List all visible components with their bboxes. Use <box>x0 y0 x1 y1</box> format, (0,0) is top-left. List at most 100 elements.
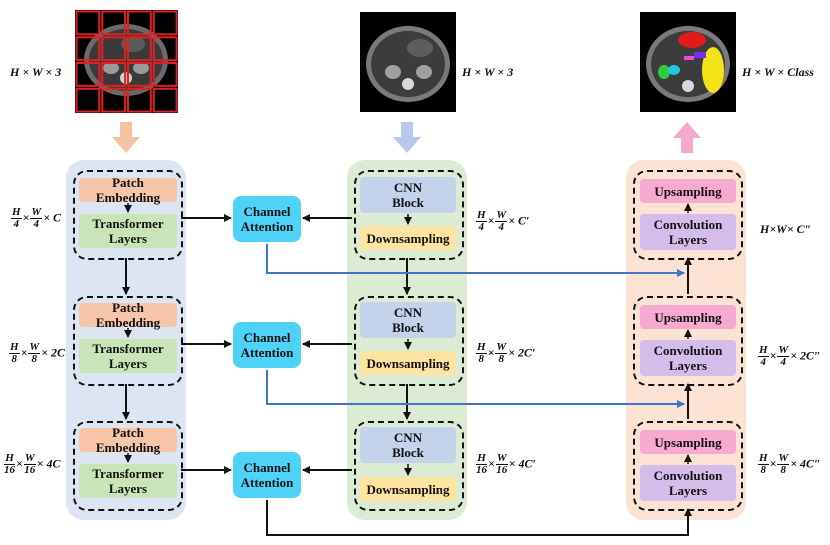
input-dim-left: H × W × 3 <box>10 65 62 79</box>
cnn-block-1: CNN Block <box>360 177 456 213</box>
patch-cell <box>75 62 101 87</box>
h-den: 4 <box>478 221 485 233</box>
w-num: W <box>23 452 36 465</box>
patch-grid-ct-slice <box>75 10 178 113</box>
input-arrow-cnn <box>393 122 421 153</box>
transformer-layers-3: Transformer Layers <box>79 464 177 498</box>
decoder-dim-top: H×W× C″ <box>760 222 812 236</box>
patch-cell <box>75 87 101 113</box>
patch-grid-lines <box>75 10 178 113</box>
ct-input-slice <box>360 12 456 112</box>
h-num: H <box>476 452 487 465</box>
patch-grid-image <box>75 10 178 113</box>
downsampling-1: Downsampling <box>360 226 456 250</box>
channel-attention-2: Channel Attention <box>233 322 301 368</box>
convolution-layers-1: Convolution Layers <box>640 214 736 250</box>
patch-cell <box>101 36 127 62</box>
stage-arrows <box>122 257 692 420</box>
downsampling-3: Downsampling <box>360 477 456 501</box>
w-num: W <box>495 452 508 465</box>
cnn-block-2: CNN Block <box>360 302 456 338</box>
patch-cell <box>101 62 127 87</box>
upsampling-1: Upsampling <box>640 179 736 203</box>
output-arrow-decoder <box>673 122 701 153</box>
cnn-stage-1 <box>354 170 464 260</box>
cnn-stage-2 <box>354 296 464 386</box>
dim-suffix: × 4C″ <box>790 456 821 471</box>
patch-embedding-2: Patch Embedding <box>79 300 177 330</box>
patch-cell <box>101 10 127 36</box>
dim-suffix: × 4C <box>36 456 61 471</box>
skip-connections <box>266 244 685 408</box>
h-num: H <box>476 341 487 354</box>
patch-embedding-1: Patch Embedding <box>79 175 177 205</box>
w-den: 4 <box>498 221 505 233</box>
internal-arrows <box>124 203 692 476</box>
ct-input-image <box>360 12 456 112</box>
patch-cell <box>152 10 178 36</box>
h-num: H <box>9 341 20 354</box>
transformer-stage-2 <box>73 296 183 386</box>
segmentation-mask <box>640 12 736 112</box>
patch-cell <box>127 10 152 36</box>
patch-cell <box>127 87 152 113</box>
channel-attention-1: Channel Attention <box>233 196 301 242</box>
h-den: 8 <box>478 353 485 365</box>
downsampling-2: Downsampling <box>360 351 456 375</box>
cnn-block-3: CNN Block <box>360 427 456 463</box>
patch-cell <box>152 87 178 113</box>
input-arrow-transformer <box>112 122 140 153</box>
w-num: W <box>777 452 790 465</box>
w-num: W <box>777 344 790 357</box>
upsampling-2: Upsampling <box>640 305 736 329</box>
cnn-stage-3 <box>354 421 464 511</box>
h-den: 4 <box>13 218 20 230</box>
patch-cell <box>127 62 152 87</box>
output-dim-right: H × W × Class <box>742 65 814 79</box>
h-den: 16 <box>4 464 15 476</box>
dim-suffix: × 2C <box>41 345 66 360</box>
upsampling-3: Upsampling <box>640 430 736 454</box>
h-num: H <box>4 452 15 465</box>
w-den: 8 <box>498 353 505 365</box>
transformer-layers-2: Transformer Layers <box>79 339 177 373</box>
h-den: 4 <box>760 356 767 368</box>
w-num: W <box>495 209 508 222</box>
h-den: 8 <box>760 464 767 476</box>
dim-suffix: × C <box>43 210 62 225</box>
dim-suffix: × 2C″ <box>790 348 821 363</box>
patch-cell <box>75 36 101 62</box>
h-num: H <box>758 452 769 465</box>
convolution-layers-2: Convolution Layers <box>640 340 736 376</box>
dim-suffix: × C′ <box>508 213 530 228</box>
segmentation-output-image <box>640 12 736 112</box>
h-den: 16 <box>476 464 487 476</box>
transformer-layers-1: Transformer Layers <box>79 214 177 248</box>
w-num: W <box>28 341 41 354</box>
h-num: H <box>476 209 487 222</box>
w-num: W <box>495 341 508 354</box>
w-den: 8 <box>31 353 38 365</box>
w-den: 8 <box>780 464 787 476</box>
h-num: H <box>758 344 769 357</box>
channel-attention-3: Channel Attention <box>233 452 301 498</box>
h-den: 8 <box>11 353 18 365</box>
dim-suffix: × 4C′ <box>508 456 536 471</box>
w-den: 4 <box>33 218 40 230</box>
transformer-stage-1 <box>73 170 183 260</box>
patch-embedding-3: Patch Embedding <box>79 425 177 455</box>
patch-cell <box>75 10 101 36</box>
patch-cell <box>152 36 178 62</box>
fusion-arrows <box>181 214 692 536</box>
input-dim-middle: H × W × 3 <box>462 65 514 79</box>
w-num: W <box>30 206 43 219</box>
